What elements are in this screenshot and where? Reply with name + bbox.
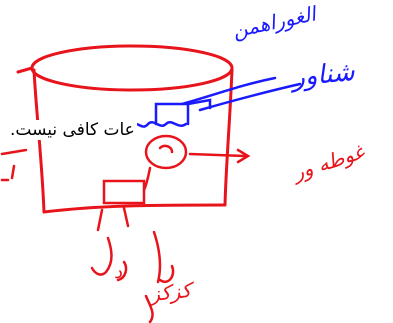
typed-text-line: عات کافی نیست. bbox=[8, 120, 137, 140]
label-bottom-2: كزكز bbox=[148, 277, 193, 307]
side-marks bbox=[0, 148, 28, 182]
sunken-object-sketch bbox=[96, 179, 146, 232]
label-bottom-1: د bbox=[114, 262, 123, 283]
bottom-handwriting-strokes bbox=[90, 230, 175, 323]
floating-object-sketch bbox=[128, 76, 302, 128]
container-sketch bbox=[16, 44, 234, 214]
submerged-object-sketch bbox=[142, 134, 251, 192]
